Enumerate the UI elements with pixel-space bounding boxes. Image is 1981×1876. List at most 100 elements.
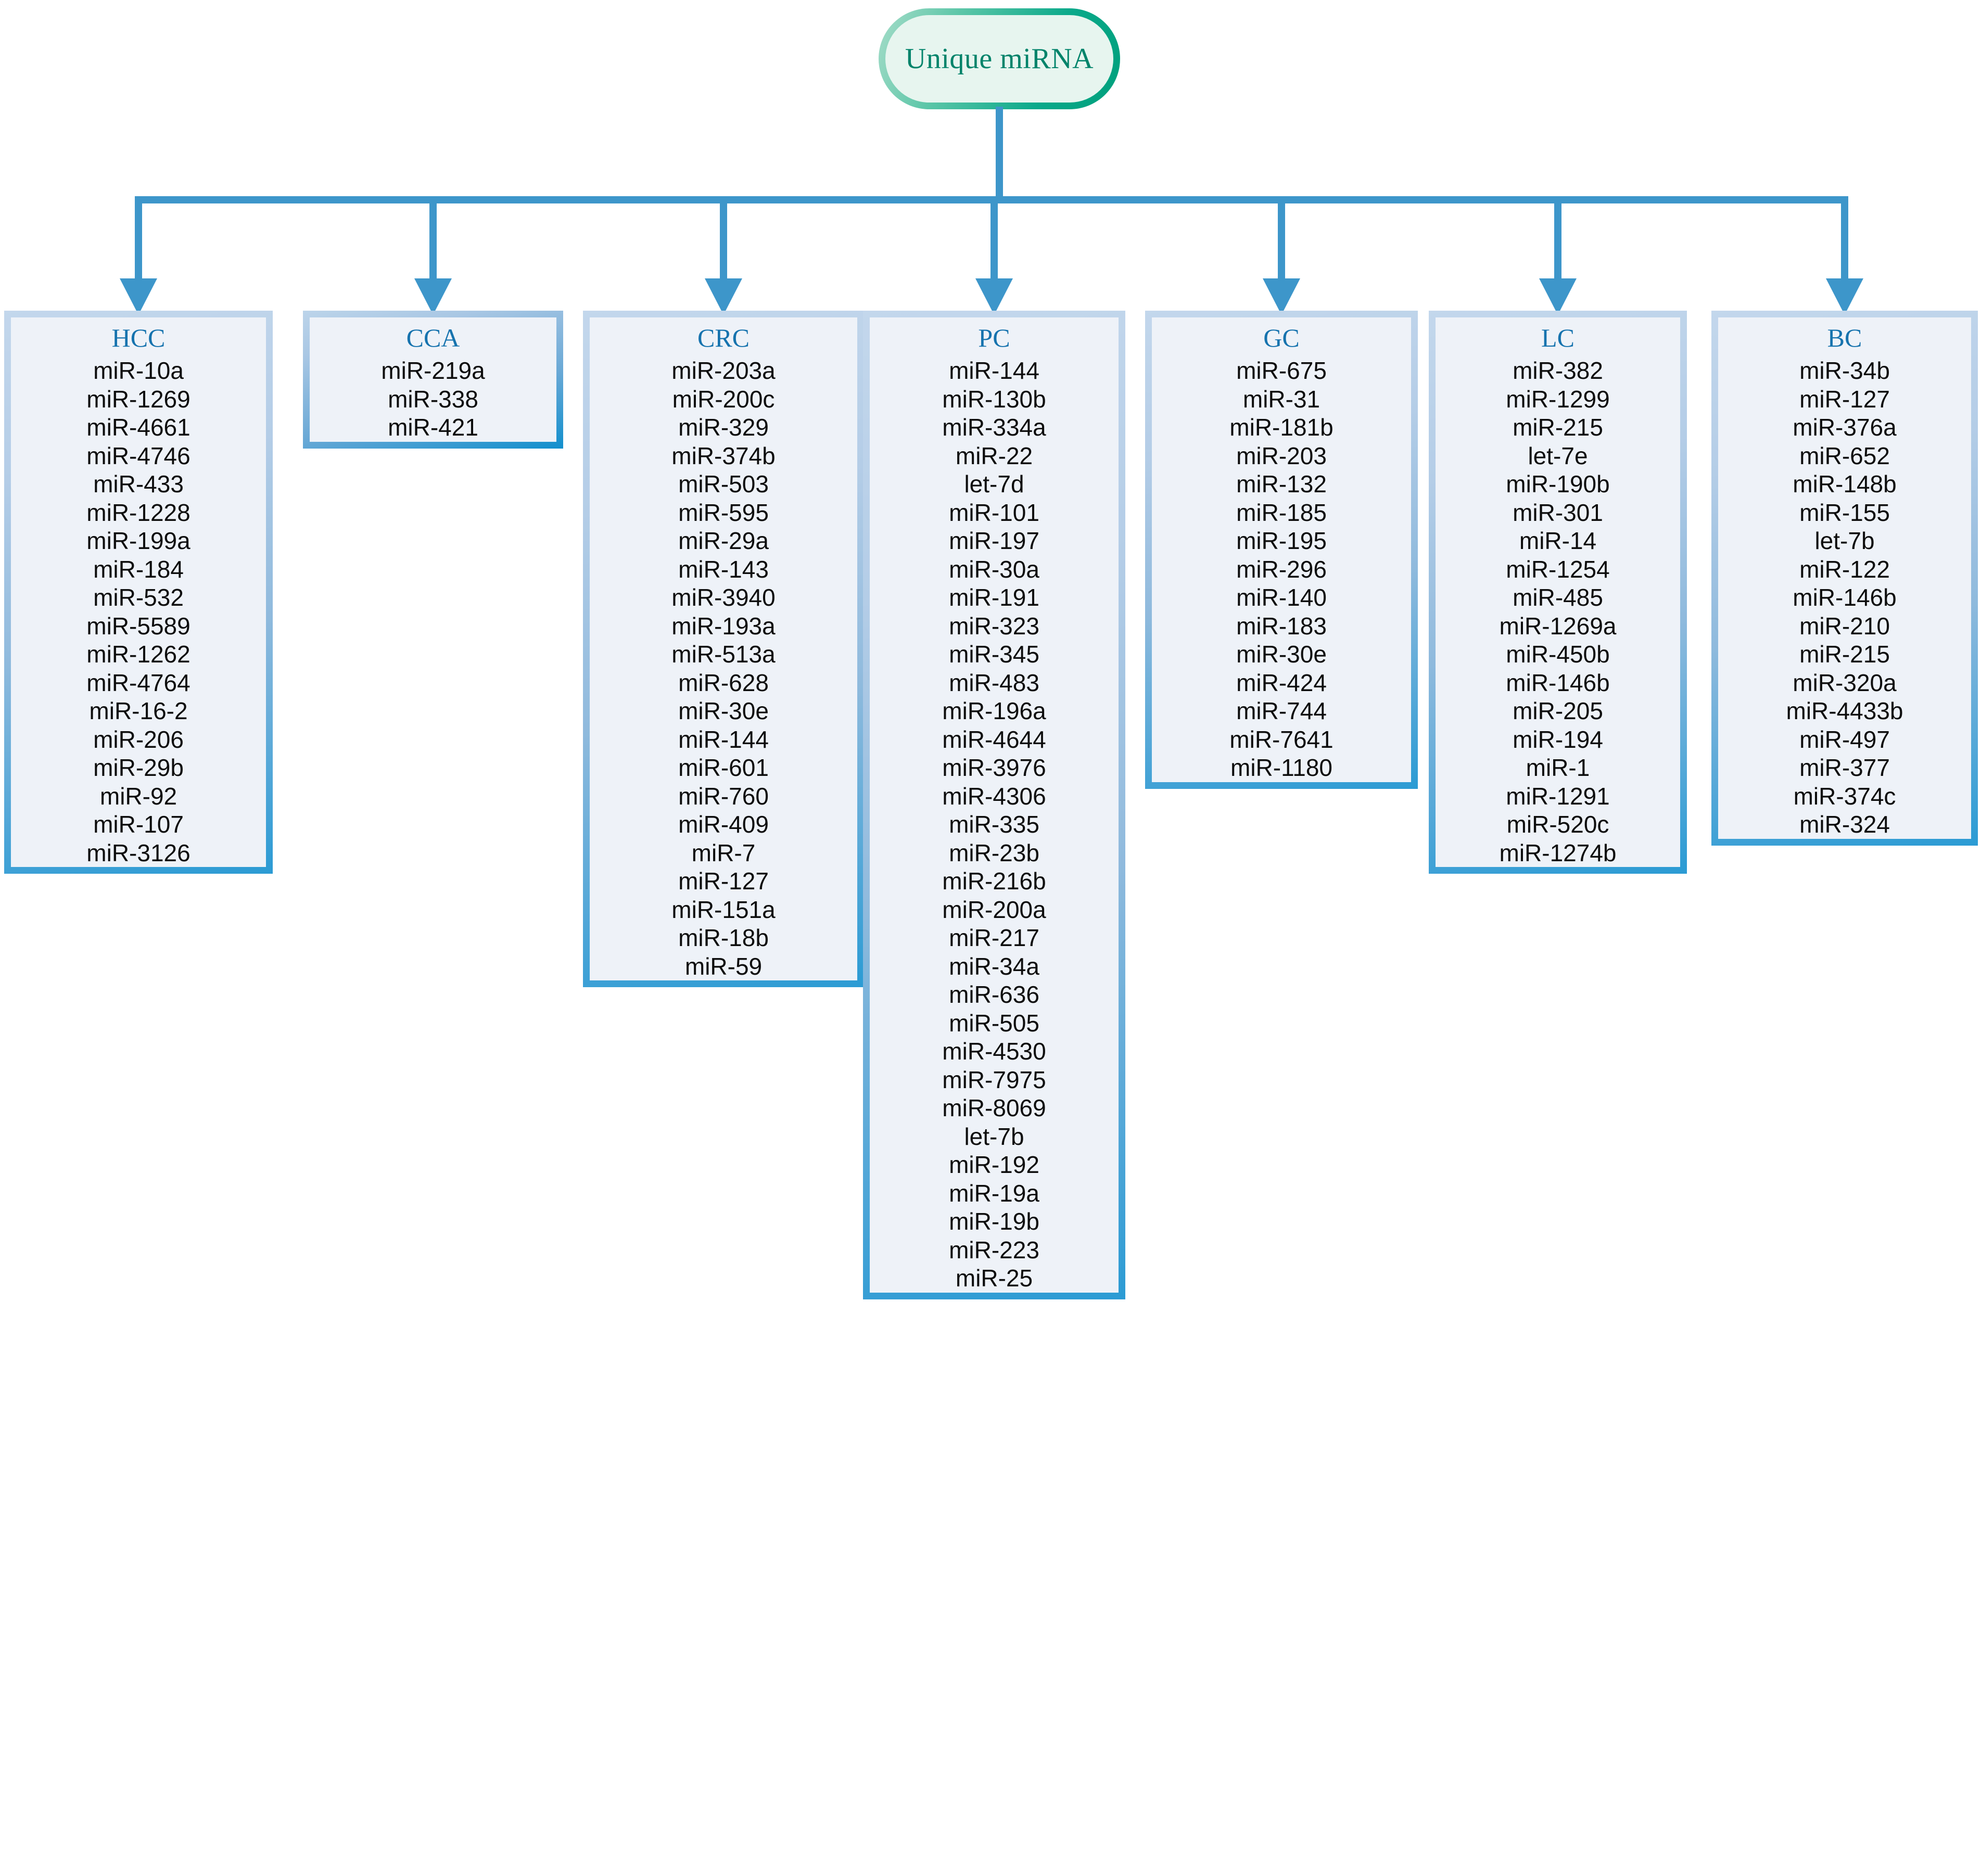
mirna-item: miR-25 — [955, 1265, 1033, 1292]
arrow-head-icon-cca — [414, 278, 452, 315]
mirna-item: miR-329 — [678, 414, 769, 441]
mirna-item: miR-203 — [1236, 442, 1327, 469]
connector-drop-hcc — [135, 203, 142, 278]
mirna-item: miR-101 — [949, 499, 1039, 526]
mirna-item: miR-216b — [942, 867, 1046, 895]
mirna-item: miR-199a — [86, 527, 191, 554]
mirna-item: miR-14 — [1519, 527, 1597, 554]
connector-drop-bc — [1841, 203, 1848, 278]
mirna-item: miR-146b — [1793, 584, 1897, 611]
mirna-item: miR-8069 — [942, 1094, 1046, 1121]
mirna-item: miR-338 — [388, 385, 478, 413]
mirna-item: miR-206 — [93, 725, 184, 753]
mirna-item: miR-195 — [1236, 527, 1327, 554]
mirna-item: miR-29a — [678, 527, 769, 554]
mirna-item: miR-146b — [1506, 669, 1610, 696]
mirna-item: miR-31 — [1242, 385, 1320, 413]
mirna-item: miR-382 — [1513, 357, 1603, 384]
mirna-item: miR-200c — [672, 385, 775, 413]
mirna-item: miR-744 — [1236, 697, 1327, 724]
arrow-head-icon-hcc — [120, 278, 157, 315]
mirna-item: miR-59 — [684, 952, 763, 980]
mirna-item: miR-1291 — [1506, 782, 1610, 810]
mirna-item: miR-5589 — [86, 612, 191, 640]
mirna-item: miR-92 — [99, 782, 177, 810]
mirna-item: miR-193a — [671, 612, 776, 640]
mirna-item: miR-143 — [678, 555, 769, 583]
connector-drop-gc — [1278, 203, 1285, 278]
mirna-item: miR-215 — [1513, 414, 1603, 441]
mirna-item: miR-203a — [671, 357, 776, 384]
mirna-item: miR-1269 — [86, 385, 191, 413]
category-title-lc: LC — [1541, 323, 1574, 352]
mirna-item: let-7b — [964, 1122, 1024, 1150]
mirna-item: miR-324 — [1799, 811, 1890, 838]
mirna-item: miR-19b — [949, 1208, 1039, 1235]
mirna-item: miR-485 — [1513, 584, 1603, 611]
mirna-item: miR-374b — [671, 442, 776, 469]
root-node-inner: Unique miRNA — [885, 15, 1113, 103]
mirna-item: miR-130b — [942, 385, 1046, 413]
mirna-item: miR-636 — [949, 981, 1039, 1008]
mirna-item: miR-34b — [1799, 357, 1890, 384]
mirna-item: miR-1262 — [86, 641, 191, 668]
category-title-cca: CCA — [406, 323, 460, 352]
mirna-item: miR-323 — [949, 612, 1039, 640]
mirna-item: miR-296 — [1236, 555, 1327, 583]
connector-drop-cca — [429, 203, 437, 278]
mirna-item: let-7b — [1814, 527, 1875, 554]
mirna-item: miR-151a — [671, 896, 776, 923]
mirna-item: miR-185 — [1236, 499, 1327, 526]
category-title-gc: GC — [1263, 323, 1300, 352]
mirna-item: miR-520c — [1506, 811, 1609, 838]
mirna-item: miR-421 — [388, 414, 478, 441]
mirna-item: miR-190b — [1506, 470, 1610, 497]
mirna-item: miR-219a — [381, 357, 485, 384]
arrow-head-icon-gc — [1263, 278, 1300, 315]
mirna-item: miR-18b — [678, 924, 769, 951]
mirna-item: miR-183 — [1236, 612, 1327, 640]
mirna-item: miR-424 — [1236, 669, 1327, 696]
mirna-item: miR-23b — [949, 839, 1039, 866]
mirna-item: miR-122 — [1799, 555, 1890, 583]
mirna-item: miR-1180 — [1230, 754, 1332, 781]
mirna-item: miR-196a — [942, 697, 1046, 724]
mirna-item: miR-29b — [93, 754, 184, 781]
mirna-item: miR-532 — [93, 584, 184, 611]
mirna-item: miR-4644 — [942, 725, 1046, 753]
mirna-item: miR-22 — [955, 442, 1033, 469]
category-title-bc: BC — [1827, 323, 1862, 352]
mirna-item: miR-200a — [942, 896, 1046, 923]
mirna-item: miR-127 — [1799, 385, 1890, 413]
mirna-item: miR-191 — [949, 584, 1039, 611]
mirna-item: miR-7 — [691, 839, 756, 866]
mirna-item: miR-7641 — [1229, 725, 1334, 753]
mirna-item: miR-450b — [1506, 641, 1610, 668]
mirna-item: miR-1269a — [1499, 612, 1617, 640]
mirna-item: miR-223 — [949, 1236, 1039, 1264]
mirna-item: miR-4661 — [86, 414, 191, 441]
mirna-item: miR-107 — [93, 811, 184, 838]
mirna-item: miR-215 — [1799, 641, 1890, 668]
mirna-item: miR-10a — [93, 357, 184, 384]
mirna-item: miR-19a — [949, 1179, 1039, 1207]
category-title-crc: CRC — [697, 323, 750, 352]
arrow-head-icon-bc — [1826, 278, 1863, 315]
mirna-item: miR-144 — [949, 357, 1039, 384]
connector-drop-crc — [720, 203, 727, 278]
mirna-item: miR-505 — [949, 1009, 1039, 1037]
